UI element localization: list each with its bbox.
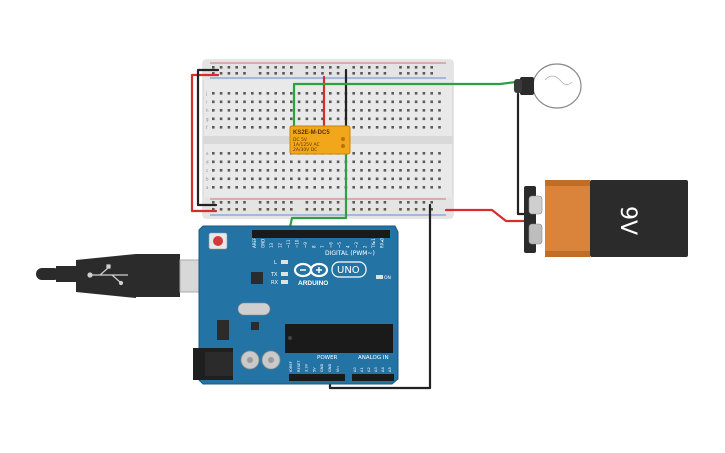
bb-row-letter: c: [206, 168, 208, 173]
battery-label: 9V: [615, 206, 640, 235]
atmega-chip: [285, 324, 393, 353]
bb-row-letter: j: [205, 91, 207, 96]
digital-header: [252, 230, 390, 238]
green-wire-bulb[interactable]: [292, 80, 518, 129]
bb-row-letter: g: [206, 117, 209, 122]
power-pin-label: RESET: [297, 360, 301, 372]
regulator: [217, 320, 229, 340]
bb-row-letter: e: [206, 151, 209, 156]
reset-button-icon[interactable]: [208, 232, 228, 250]
power-label: POWER: [317, 355, 338, 361]
l-led-label: L: [274, 260, 277, 266]
analog-pin-label: A0: [353, 367, 357, 372]
red-wire-left[interactable]: [190, 73, 220, 213]
rx-led-label: RX: [271, 280, 278, 286]
digital-pin-label: 13: [269, 242, 274, 248]
bb-row-letter: h: [206, 108, 209, 113]
crystal: [237, 302, 271, 316]
analog-pin-label: A1: [360, 367, 364, 372]
digital-label: DIGITAL (PWM~): [325, 250, 375, 257]
relay-line-2: 1A/125V AC: [293, 142, 320, 148]
digital-pin-label: ~10: [295, 239, 300, 248]
breadboard-holes: [212, 66, 441, 211]
bb-row-letter: a: [206, 185, 209, 190]
digital-pin-label: 7: [320, 245, 325, 248]
power-pin-label: 5V: [312, 367, 316, 372]
digital-pin-label: AREF: [252, 237, 257, 248]
digital-pin-label: ~3: [354, 242, 359, 248]
digital-pin-label: 2: [363, 245, 368, 248]
bb-row-letter: i: [206, 100, 207, 105]
analog-pin-label: A2: [367, 367, 371, 372]
analog-pin-label: A5: [388, 367, 392, 372]
tx-led-label: TX: [270, 272, 278, 278]
power-pin-label: IOREF: [289, 361, 293, 372]
analog-header: [352, 374, 394, 381]
black-wire-left[interactable]: [196, 68, 220, 207]
digital-pin-label: RX◂0: [380, 237, 385, 248]
on-label: ON: [384, 275, 391, 281]
uno-badge: [331, 261, 367, 278]
digital-pin-label: TX▸1: [371, 238, 376, 249]
relay-module[interactable]: KS2E-M-DC5 DC 5V 1A/125V AC 2A/30V DC: [289, 125, 351, 155]
analog-label: ANALOG IN: [358, 355, 389, 361]
relay-line-3: 2A/30V DC: [293, 147, 317, 153]
digital-pin-label: ~5: [337, 242, 342, 248]
power-jack[interactable]: [193, 348, 233, 380]
bb-row-letter: f: [206, 125, 208, 130]
digital-pin-label: ~6: [329, 242, 334, 248]
analog-pin-label: A4: [381, 367, 385, 372]
digital-pin-label: 12: [278, 242, 283, 248]
power-pin-label: GND: [328, 364, 332, 372]
digital-pin-label: ~11: [286, 239, 291, 248]
usb-chip: [251, 272, 263, 284]
digital-pin-label: 8: [312, 245, 317, 248]
digital-pin-label: 4: [346, 245, 351, 248]
digital-pin-label: GND: [261, 239, 266, 248]
usb-cable-icon[interactable]: [36, 254, 233, 298]
power-header: [289, 374, 345, 381]
red-wire-battery[interactable]: [444, 208, 530, 223]
relay-model: KS2E-M-DC5: [293, 130, 330, 136]
relay-line-1: DC 5V: [293, 137, 308, 143]
power-pin-label: Vin: [336, 366, 340, 372]
power-pin-label: 3.3V: [305, 363, 309, 372]
arduino-brand: ARDUINO: [298, 280, 328, 287]
digital-pin-label: ~9: [303, 242, 308, 248]
bb-row-letter: d: [206, 160, 209, 165]
analog-pin-label: A3: [374, 367, 378, 372]
battery-9v[interactable]: 9V: [524, 180, 688, 257]
arduino-model: UNO: [337, 265, 360, 276]
bb-row-letter: b: [206, 177, 209, 182]
lightbulb-icon[interactable]: [514, 63, 582, 109]
arduino-infinity-logo-icon: [293, 262, 329, 278]
power-pin-label: GND: [320, 364, 324, 372]
